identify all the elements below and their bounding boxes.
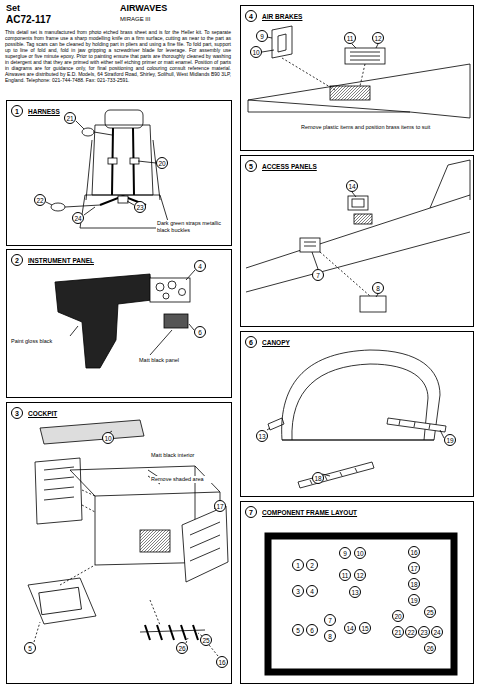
cockpit-drawing bbox=[28, 420, 228, 656]
callout-number: 14 bbox=[344, 622, 356, 634]
callout-number: 15 bbox=[359, 622, 371, 634]
callout-number: 18 bbox=[408, 578, 420, 590]
callout-number: 22 bbox=[405, 626, 417, 638]
panel-heading: 6 CANOPY bbox=[245, 336, 291, 348]
step-number: 2 bbox=[11, 254, 23, 266]
callout-number: 17 bbox=[214, 500, 226, 512]
callout-number: 16 bbox=[408, 546, 420, 558]
panel-heading: 1 HARNESS bbox=[11, 105, 61, 117]
callout-number: 12 bbox=[354, 569, 366, 581]
callout-number: 19 bbox=[408, 594, 420, 606]
step-title: CANOPY bbox=[261, 339, 291, 346]
callout-number: 21 bbox=[392, 626, 404, 638]
air-brake-drawing bbox=[248, 26, 470, 118]
callout-number: 10 bbox=[102, 432, 114, 444]
callout-number: 21 bbox=[64, 112, 76, 124]
callout-number: 6 bbox=[306, 624, 318, 636]
paint-note: Matt black panel bbox=[138, 357, 220, 364]
paint-note: Dark green straps metallic black buckles bbox=[156, 220, 230, 233]
callout-number: 16 bbox=[216, 656, 228, 668]
step-number: 4 bbox=[245, 10, 257, 22]
callout-number: 2 bbox=[306, 559, 318, 571]
callout-number: 13 bbox=[349, 586, 361, 598]
callout-number: 8 bbox=[324, 630, 336, 642]
callout-number: 4 bbox=[306, 585, 318, 597]
step-title: HARNESS bbox=[27, 108, 61, 115]
callout-number: 3 bbox=[292, 585, 304, 597]
instructions-text: This detail set is manufactured from pho… bbox=[5, 29, 231, 83]
step-panel: 5 ACCESS PANELS bbox=[240, 155, 474, 327]
callout-number: 25 bbox=[424, 606, 436, 618]
callout-number: 7 bbox=[324, 614, 336, 626]
callout-number: 13 bbox=[256, 430, 268, 442]
callout-number: 17 bbox=[408, 562, 420, 574]
panel-heading: 3 COCKPIT bbox=[11, 407, 58, 419]
callout-number: 26 bbox=[176, 642, 188, 654]
callout-number: 22 bbox=[34, 194, 46, 206]
callout-number: 24 bbox=[72, 212, 84, 224]
access-panel-drawing bbox=[246, 160, 470, 312]
callout-number: 1 bbox=[292, 559, 304, 571]
step-number: 5 bbox=[245, 160, 257, 172]
callout-number: 23 bbox=[418, 626, 430, 638]
step-number: 7 bbox=[245, 506, 257, 518]
paint-note: Remove plastic items and position brass … bbox=[300, 124, 452, 131]
paint-note: Matt black interior bbox=[150, 452, 228, 459]
callout-number: 5 bbox=[292, 624, 304, 636]
step-title: ACCESS PANELS bbox=[261, 163, 318, 170]
callout-number: 14 bbox=[346, 180, 358, 192]
callout-number: 11 bbox=[339, 569, 351, 581]
callout-number: 20 bbox=[392, 610, 404, 622]
step-number: 1 bbox=[11, 105, 23, 117]
header-text: AIRWAVES bbox=[120, 3, 167, 14]
callout-number: 11 bbox=[344, 32, 356, 44]
paint-note: Paint gloss black bbox=[10, 338, 72, 345]
step-number: 3 bbox=[11, 407, 23, 419]
step-title: INSTRUMENT PANEL bbox=[27, 257, 95, 264]
panel-heading: 5 ACCESS PANELS bbox=[245, 160, 318, 172]
callout-number: 7 bbox=[312, 269, 324, 281]
step-number: 6 bbox=[245, 336, 257, 348]
callout-number: 24 bbox=[431, 626, 443, 638]
callout-number: 8 bbox=[372, 282, 384, 294]
paint-note: Remove shaded area bbox=[150, 476, 228, 483]
header-text: AC72-117 bbox=[6, 14, 51, 26]
seat-drawing bbox=[46, 110, 170, 228]
callout-number: 4 bbox=[194, 260, 206, 272]
callout-number: 10 bbox=[250, 46, 262, 58]
canopy-drawing bbox=[267, 350, 446, 488]
step-title: AIR BRAKES bbox=[261, 13, 303, 20]
fret-frame bbox=[268, 536, 454, 672]
header-text: MIRAGE III bbox=[120, 16, 150, 23]
step-panel: 6 CANOPY bbox=[240, 331, 474, 497]
panel-heading: 4 AIR BRAKES bbox=[245, 10, 303, 22]
panel-heading: 7 COMPONENT FRAME LAYOUT bbox=[245, 506, 358, 518]
callout-number: 23 bbox=[134, 201, 146, 213]
header-text: Set bbox=[6, 3, 20, 14]
callout-number: 12 bbox=[372, 32, 384, 44]
callout-number: 10 bbox=[354, 547, 366, 559]
callout-number: 9 bbox=[256, 30, 268, 42]
callout-number: 5 bbox=[24, 642, 36, 654]
instrument-panel-drawing bbox=[55, 270, 195, 368]
callout-number: 25 bbox=[200, 634, 212, 646]
callout-number: 19 bbox=[444, 434, 456, 446]
callout-number: 9 bbox=[339, 547, 351, 559]
step-title: COCKPIT bbox=[27, 410, 58, 417]
callout-number: 26 bbox=[424, 642, 436, 654]
step-panel: 3 COCKPIT bbox=[6, 402, 232, 684]
callout-number: 6 bbox=[194, 326, 206, 338]
panel-heading: 2 INSTRUMENT PANEL bbox=[11, 254, 95, 266]
step-title: COMPONENT FRAME LAYOUT bbox=[261, 509, 358, 516]
callout-number: 18 bbox=[312, 472, 324, 484]
callout-number: 20 bbox=[156, 157, 168, 169]
